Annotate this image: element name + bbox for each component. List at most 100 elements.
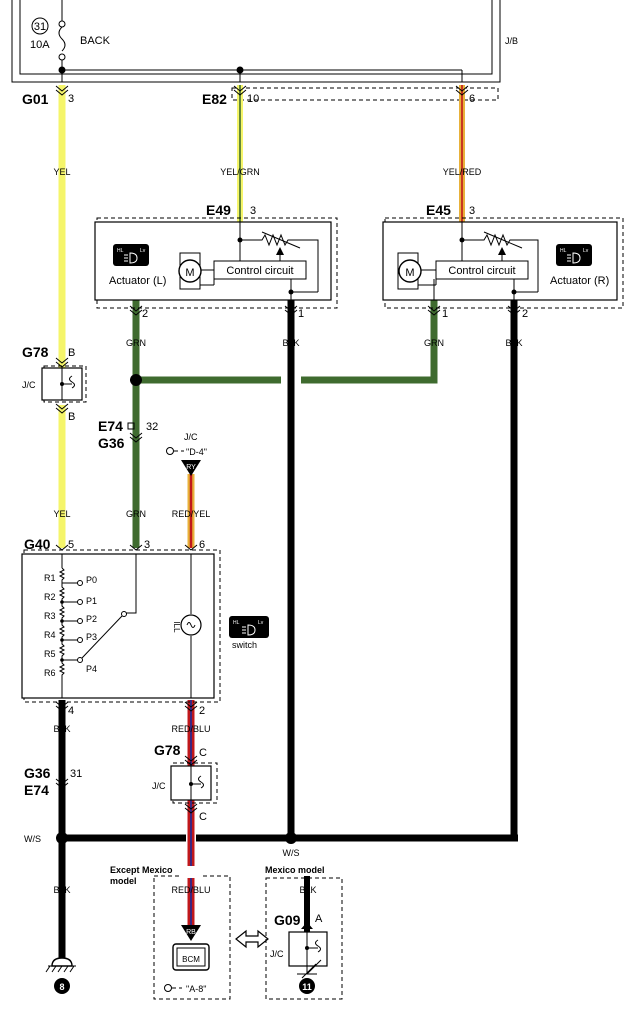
wire-label-blk-r: BLK [505, 338, 522, 348]
g40-pin2: 2 [199, 705, 205, 717]
icon-lv-right: Lv [583, 248, 589, 254]
junction-block-label: J/B [505, 36, 518, 46]
resistor-r4: R4 [44, 630, 56, 640]
joint-connector-g78-c: G78 C J/C C [152, 742, 218, 823]
motor-icon [178, 259, 202, 283]
control-circuit-label: Control circuit [226, 265, 293, 277]
connector-e82: E82 [202, 91, 227, 107]
ref-ry: RY [186, 464, 196, 471]
region-except-mexico: Except Mexico [110, 865, 173, 875]
g40-pin5: 5 [68, 539, 74, 551]
ground-11 [299, 978, 315, 994]
reference-triangle [181, 925, 201, 941]
headlight-level-icon: HL Lv [113, 244, 149, 266]
resistor-r5: R5 [44, 649, 56, 659]
connector-e74-b: E74 [24, 782, 49, 798]
wire-label-ws-center: W/S [283, 848, 300, 858]
headlight-level-icon: HL Lv [229, 616, 269, 638]
ill-label: ILL [172, 621, 181, 633]
except-mexico-region: Except Mexico model RED/BLU RB BCM "A-8" [110, 865, 231, 1000]
connector-g36-b: G36 [24, 765, 51, 781]
resistor-r2: R2 [44, 592, 56, 602]
connector-e74-g36: E74 G36 32 [98, 418, 158, 451]
joint-connector-g78-b: G78 B J/C B [22, 344, 87, 423]
icon-hl-right: HL [560, 248, 567, 254]
motor-label: M [185, 267, 194, 279]
connector-g78-c: G78 [154, 742, 181, 758]
pos-p2: P2 [86, 614, 97, 624]
switch-label: switch [232, 640, 257, 650]
icon-lv-switch: Lv [258, 620, 264, 626]
motor-label-right: M [405, 267, 414, 279]
e45-pin-left: 1 [442, 308, 448, 320]
jc-label: J/C [22, 380, 36, 390]
junction-block: J/B [11, 0, 518, 83]
connector-g09: G09 [274, 912, 301, 928]
e45-pin-top: 3 [469, 205, 475, 217]
control-circuit-label-right: Control circuit [448, 265, 515, 277]
resistor-ladder: R1 R2 R3 R4 R5 R6 P0 P1 P2 P3 P4 [44, 567, 97, 688]
g40-pin4: 4 [68, 705, 74, 717]
wire-label-grn-2: GRN [126, 509, 146, 519]
wire-label-red-yel: RED/YEL [172, 509, 211, 519]
icon-hl-switch: HL [233, 620, 240, 626]
fuse-number: 31 [34, 21, 46, 33]
g40-pin6: 6 [199, 539, 205, 551]
g78-pin-bottom: B [68, 411, 75, 423]
pos-p4: P4 [86, 664, 97, 674]
connector-e74: E74 [98, 418, 123, 434]
actuator-left-label: Actuator (L) [109, 275, 166, 287]
g40-pin3: 3 [144, 539, 150, 551]
either-or-arrow-icon [235, 929, 269, 949]
reference-d4: J/C "D-4" RY [166, 432, 207, 476]
connector-e45: E45 [426, 202, 451, 218]
connector-g36-e74: G36 E74 31 [24, 765, 82, 798]
e82-pin2: 6 [469, 93, 475, 105]
headlight-leveling-switch: G40 5 3 6 R1 R2 R3 R4 R5 R6 P0 [21, 536, 269, 717]
eye-icon [166, 447, 174, 455]
g78c-pin-bottom: C [199, 811, 207, 823]
ref-d4-text: "D-4" [186, 447, 207, 457]
reference-triangle [181, 460, 201, 476]
region-except-mexico-2: model [110, 876, 137, 886]
wire-label-yel-red: YEL/RED [443, 167, 482, 177]
bcm-label: BCM [182, 955, 200, 964]
e45-pin-right: 2 [522, 308, 528, 320]
wire-label-blk-l: BLK [282, 338, 299, 348]
g01-pin: 3 [68, 93, 74, 105]
fuse-rating: 10A [30, 39, 50, 51]
region-mexico: Mexico model [265, 865, 325, 875]
ground-8: BLK 8 [45, 885, 76, 994]
ground-right-label: 11 [302, 982, 312, 992]
connector-e49: E49 [206, 202, 231, 218]
g78c-pin-top: C [199, 747, 207, 759]
wire-label-yel: YEL [53, 167, 70, 177]
ground-left-label: 8 [59, 982, 64, 992]
connector-g78: G78 [22, 344, 49, 360]
actuator-right: E45 3 M Control circuit HL Lv Actuator [382, 202, 624, 320]
connector-g40: G40 [24, 536, 51, 552]
icon-lv: Lv [140, 248, 146, 254]
g78-pin-top: B [68, 347, 75, 359]
wire-label-ws-left: W/S [24, 834, 41, 844]
jc-label-mexico: J/C [270, 949, 284, 959]
fuse-label: BACK [80, 35, 111, 47]
connector-g01: G01 [22, 91, 49, 107]
icon-hl: HL [117, 248, 124, 254]
e74-pin: 32 [146, 421, 158, 433]
pos-p1: P1 [86, 596, 97, 606]
resistor-r6: R6 [44, 668, 56, 678]
actuator-left: E49 3 HL Lv Actuator (L) M Control circu… [94, 202, 338, 320]
headlight-level-icon: HL Lv [556, 244, 592, 266]
actuator-right-label: Actuator (R) [550, 275, 609, 287]
ref-a8: "A-8" [186, 984, 206, 994]
e49-pin-top: 3 [250, 205, 256, 217]
ref-rb: RB [186, 929, 196, 936]
motor-icon [398, 259, 422, 283]
ref-jc: J/C [184, 432, 198, 442]
e49-pin-right: 1 [298, 308, 304, 320]
pos-p0: P0 [86, 575, 97, 585]
wire-label-red-blu-2: RED/BLU [171, 885, 210, 895]
wire-grn-cross [136, 300, 438, 384]
